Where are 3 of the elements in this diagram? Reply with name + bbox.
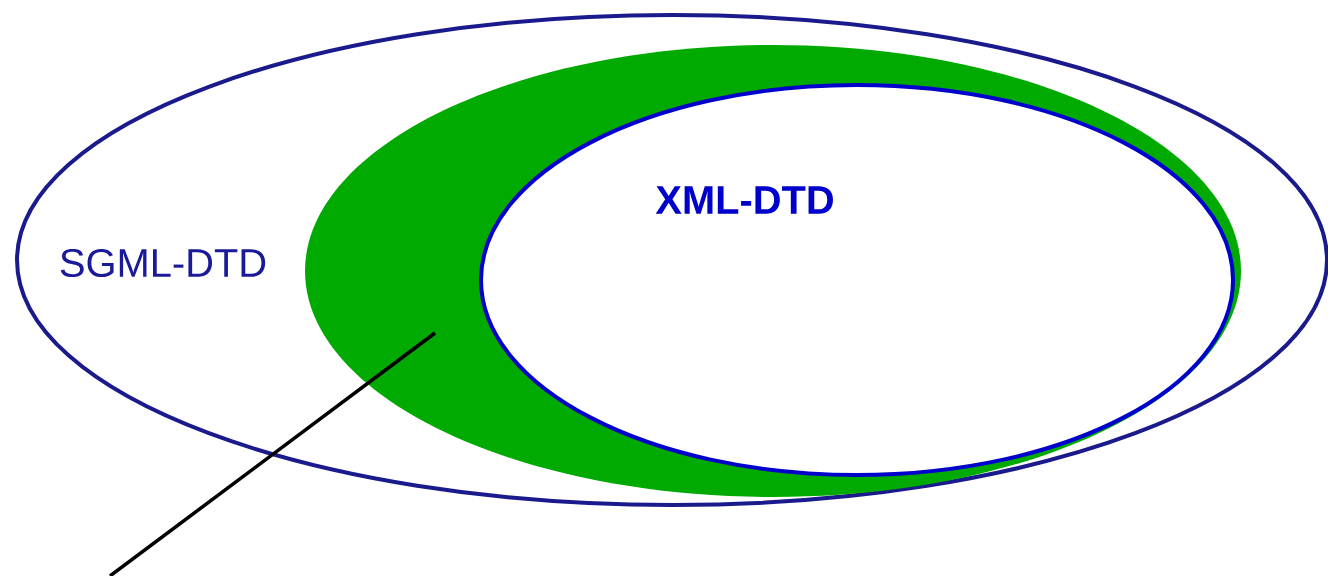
set-label: XML-DTD xyxy=(655,186,833,214)
leader-line xyxy=(108,331,437,576)
set-label: SGML-DTD xyxy=(60,248,266,278)
